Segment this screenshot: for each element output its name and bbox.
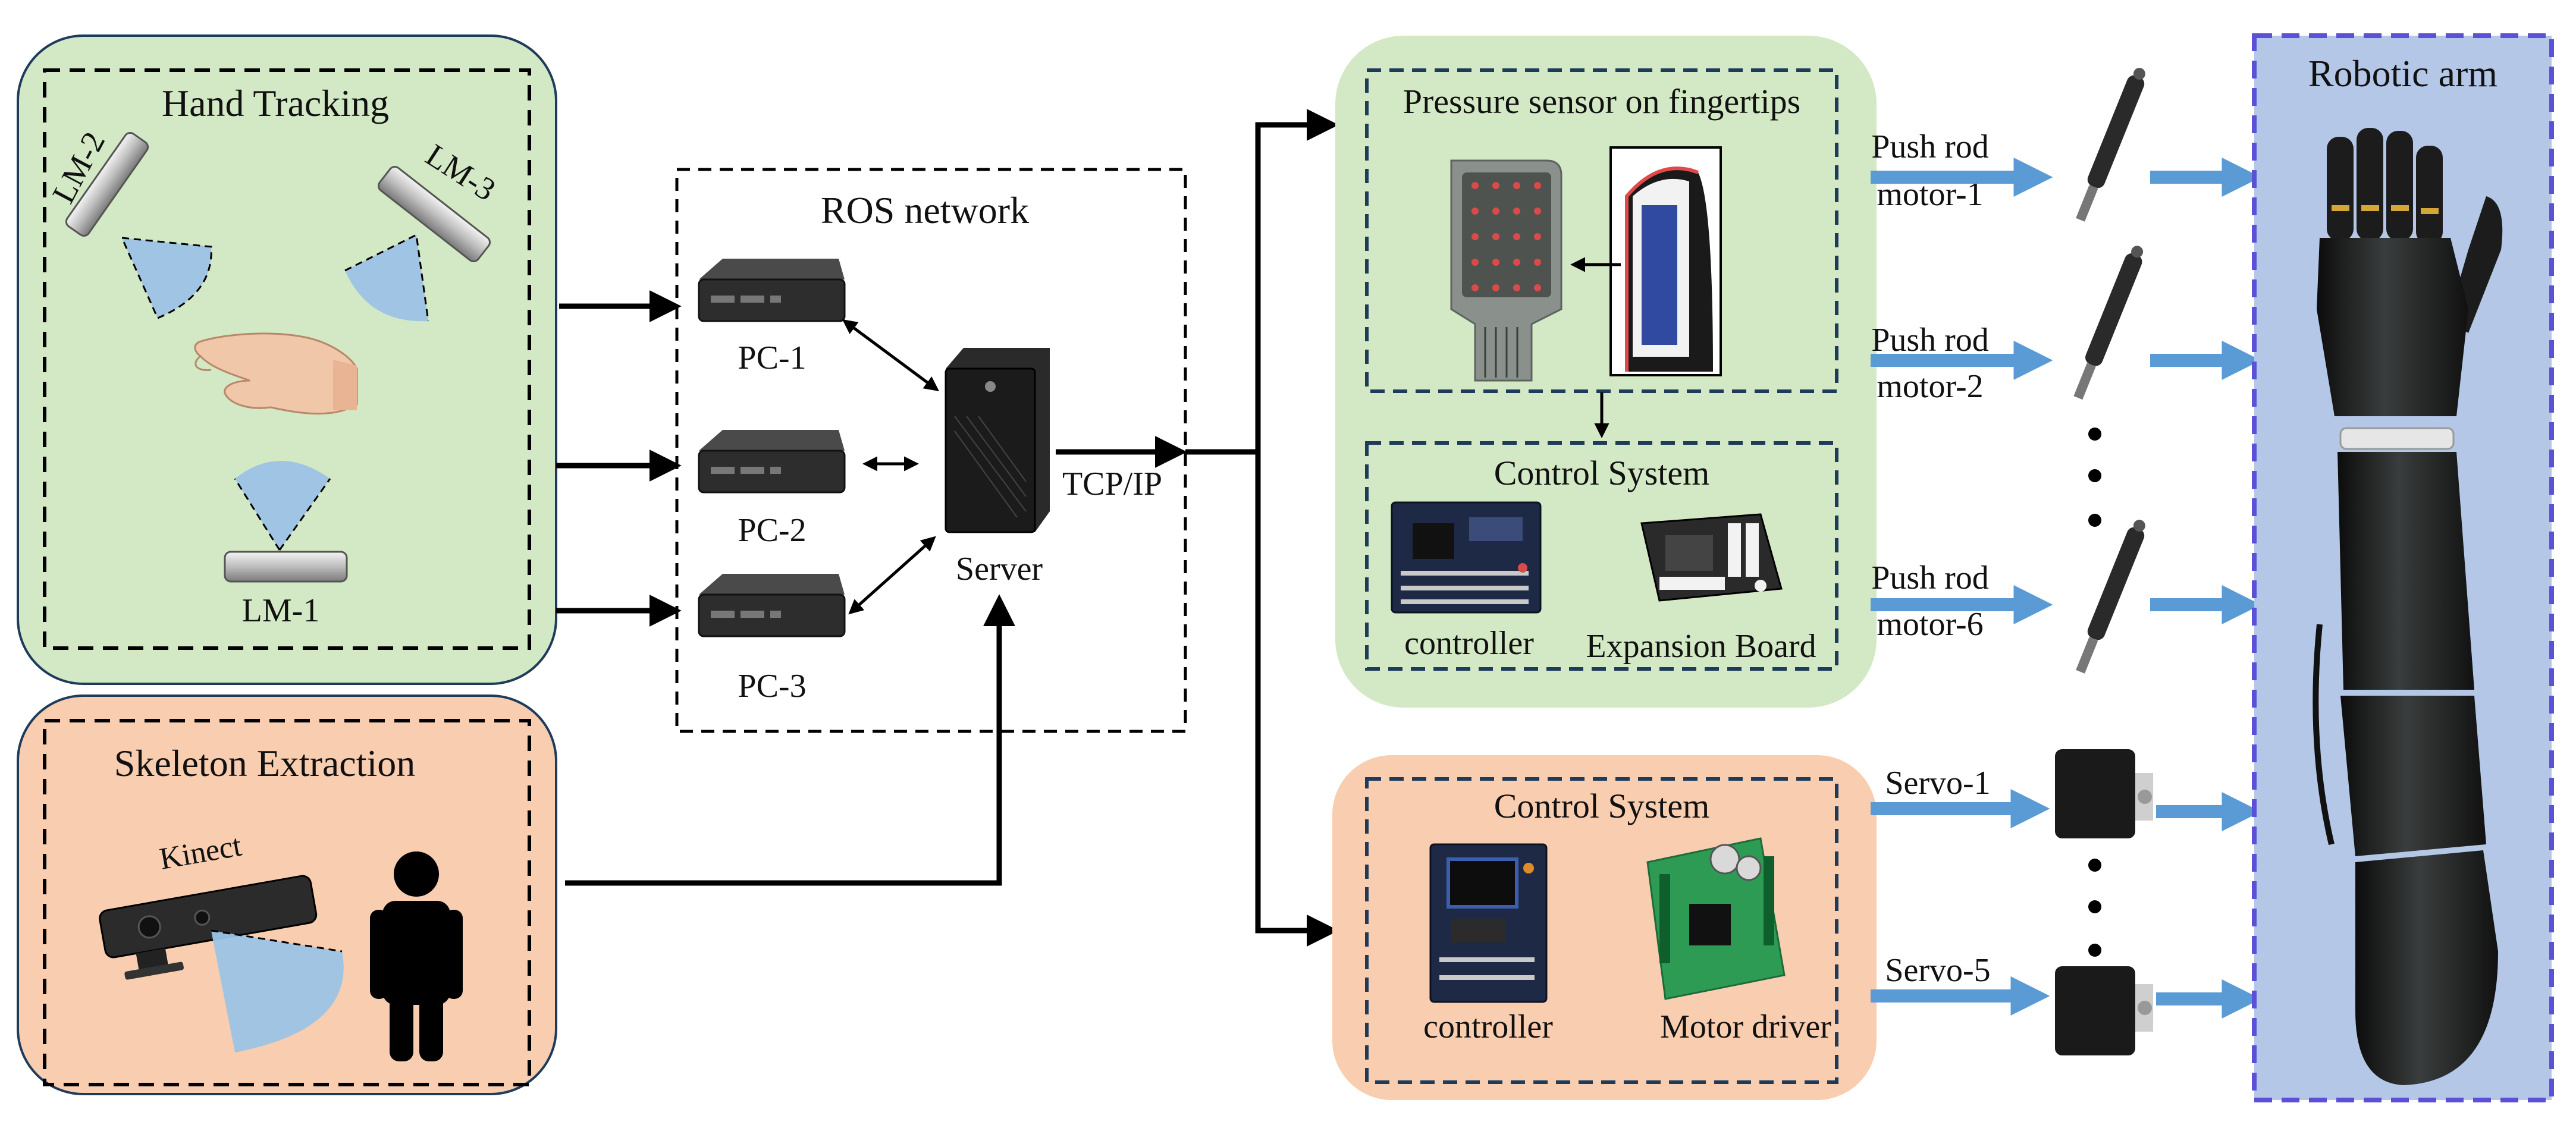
server-label: Server <box>956 551 1043 587</box>
servo-1-icon <box>2055 749 2153 838</box>
skeleton-extraction-title: Skeleton Extraction <box>114 742 416 784</box>
robotic-arm-image <box>2313 128 2503 1085</box>
hand-controller-label: controller <box>1404 625 1534 662</box>
hand-control-panel: Pressure sensor on fingertips <box>1335 36 1877 708</box>
push-rod-6-line2: motor-6 <box>1877 606 1983 643</box>
push-rod-motor-1: Push rod motor-1 <box>1871 68 2261 222</box>
push-rod-6-icon <box>2076 520 2145 674</box>
servo-5-icon <box>2055 966 2153 1055</box>
motor-driver-label: Motor driver <box>1660 1008 1831 1045</box>
sensor-beam-lm1 <box>235 461 330 550</box>
fingertip-sensor <box>1609 146 1722 376</box>
branch-to-hand-control <box>1255 109 1339 452</box>
pressure-sensor-pad <box>1450 159 1562 382</box>
robotic-arm-title: Robotic arm <box>2308 52 2497 95</box>
tcp-ip-label: TCP/IP <box>1062 466 1162 502</box>
pc3-server-link <box>848 536 936 615</box>
expansion-board-label: Expansion Board <box>1586 628 1816 665</box>
kinect-sensor: Kinect <box>99 829 344 1052</box>
skeleton-extraction-panel: Skeleton Extraction Kinect <box>17 695 557 1095</box>
robotic-arm-panel: Robotic arm <box>2252 33 2554 1102</box>
hand-tracking-panel: Hand Tracking LM-2 LM-3 <box>17 34 557 685</box>
pc-2: PC-2 <box>698 430 846 549</box>
sensor-beam-lm2 <box>122 238 212 318</box>
kinect-beam <box>211 931 344 1052</box>
motor-driver-image <box>1646 837 1786 1000</box>
servo-ellipsis <box>2088 859 2101 957</box>
ros-network-title: ROS network <box>821 189 1029 231</box>
servo-5: Servo-5 <box>1871 952 2261 1055</box>
push-rod-1-line1: Push rod <box>1871 128 1989 165</box>
sensor-beam-lm3 <box>345 235 428 322</box>
servo-1-label: Servo-1 <box>1885 765 1990 802</box>
push-rod-motor-6: Push rod motor-6 <box>1871 520 2261 674</box>
arm-controller-board-image <box>1429 843 1548 1003</box>
push-rod-6-line1: Push rod <box>1871 560 1989 596</box>
push-rod-2-line2: motor-2 <box>1877 368 1983 405</box>
push-rod-motor-2: Push rod motor-2 <box>1871 246 2261 405</box>
hand-icon <box>194 332 358 415</box>
pressure-sensor-title: Pressure sensor on fingertips <box>1403 82 1801 121</box>
pc-1: PC-1 <box>698 259 846 376</box>
push-rod-ellipsis <box>2088 428 2101 527</box>
servo-5-label: Servo-5 <box>1885 952 1990 989</box>
skeleton-to-server <box>565 594 1015 886</box>
pc3-label: PC-3 <box>738 668 806 705</box>
controller-board-image <box>1391 501 1542 614</box>
push-rod-1-icon <box>2076 68 2145 222</box>
arm-controller-label: controller <box>1423 1008 1553 1045</box>
arm-control-panel: Control System controller Motor driver <box>1332 755 1877 1100</box>
branch-to-arm-control <box>1255 452 1339 947</box>
pc1-server-link <box>842 319 940 391</box>
leap-motion-lm1: LM-1 <box>224 461 348 629</box>
hand-control-system-title: Control System <box>1494 454 1710 492</box>
lm1-label: LM-1 <box>242 592 320 629</box>
pc2-label: PC-2 <box>738 512 806 549</box>
ros-network-box: ROS network <box>675 168 1187 733</box>
pc-3: PC-3 <box>698 574 846 705</box>
expansion-board-image <box>1640 513 1783 602</box>
servo-1: Servo-1 <box>1871 749 2261 838</box>
person-icon <box>370 851 463 1061</box>
hand-tracking-title: Hand Tracking <box>162 82 389 124</box>
push-rod-2-icon <box>2073 246 2144 400</box>
server-tower: Server <box>945 348 1050 587</box>
push-rod-2-line1: Push rod <box>1871 322 1989 359</box>
pc1-label: PC-1 <box>738 340 806 376</box>
arm-control-system-title: Control System <box>1494 787 1710 825</box>
